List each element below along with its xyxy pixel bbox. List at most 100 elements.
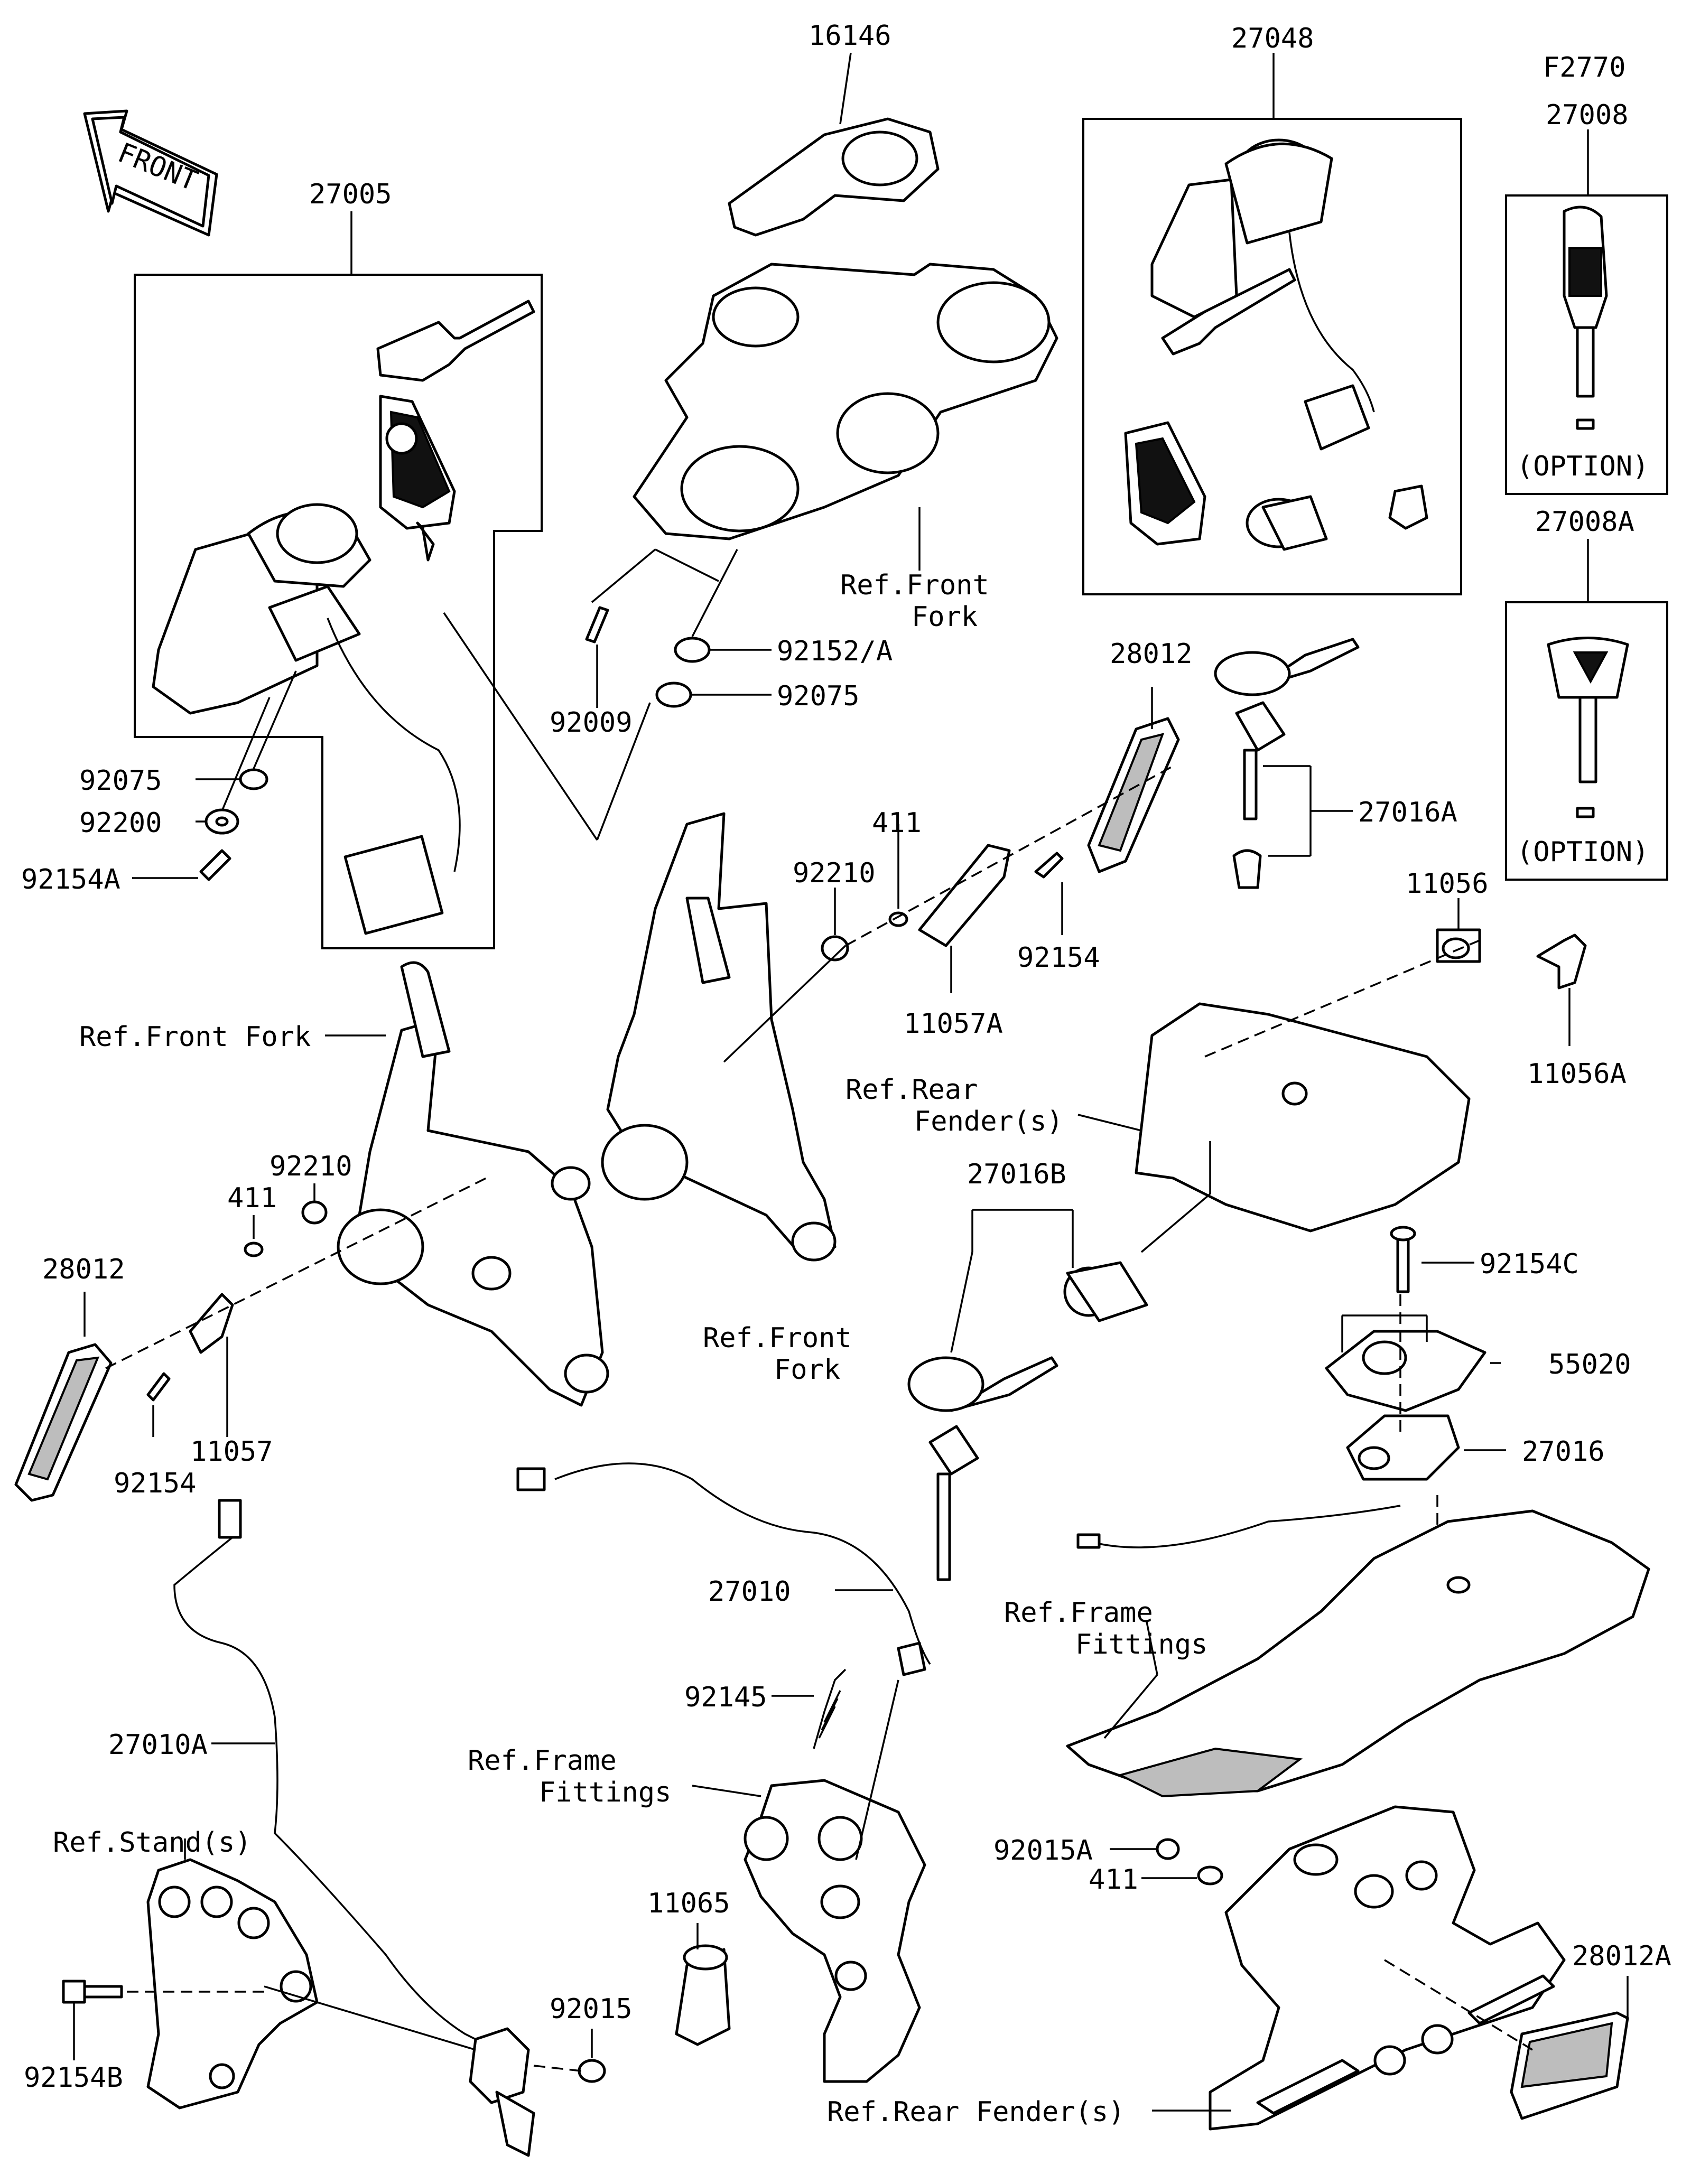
upper-triple-clamp <box>633 263 1058 540</box>
washer-411-left <box>244 1242 264 1257</box>
screw-92009 <box>585 606 609 643</box>
label-92154-mid: 92154 <box>1017 942 1100 974</box>
washer-92152A <box>674 637 711 663</box>
label-92154A: 92154A <box>21 864 120 895</box>
lower-triple-clamp-mid <box>601 812 837 1262</box>
label-ref-front-fork-mid-2: Fork <box>774 1354 840 1386</box>
nut-92015A <box>1156 1838 1180 1860</box>
label-92015: 92015 <box>550 1993 633 2025</box>
label-28012A: 28012A <box>1572 1940 1671 1972</box>
label-ref-front-fork-mid-1: Ref.Front <box>703 1322 852 1354</box>
label-ref-stands: Ref.Stand(s) <box>53 1827 252 1859</box>
label-27016: 27016 <box>1522 1436 1605 1468</box>
key-blank-27008A <box>1547 637 1629 818</box>
reflector-28012-right <box>1087 717 1180 873</box>
switch-27016 <box>1346 1414 1460 1481</box>
label-92154B: 92154B <box>24 2062 123 2094</box>
label-92154-left: 92154 <box>114 1468 197 1499</box>
rear-fender-lower <box>1209 1805 1566 2131</box>
washer-92075-mid <box>655 682 692 708</box>
label-411-mid: 411 <box>872 807 922 839</box>
label-11056: 11056 <box>1406 868 1489 900</box>
smart-key-27008 <box>1563 206 1608 430</box>
label-411-left: 411 <box>227 1182 277 1214</box>
handlebar-cover-16146 <box>728 52 940 237</box>
label-92154C: 92154C <box>1480 1248 1579 1280</box>
label-27008: 27008 <box>1546 99 1629 131</box>
label-ref-front-fork-top-1: Ref.Front <box>840 570 989 601</box>
screw-92154-mid <box>1034 852 1064 879</box>
screw-92154-left <box>146 1372 171 1402</box>
reflector-28012A <box>1510 2011 1629 2120</box>
stand-bracket <box>146 1858 319 2110</box>
label-11057: 11057 <box>190 1436 273 1468</box>
label-92210-left: 92210 <box>270 1151 352 1182</box>
label-28012-right: 28012 <box>1110 638 1193 670</box>
sidestand-switch <box>469 2027 535 2157</box>
label-ref-frame-fittings-right-2: Fittings <box>1075 1629 1207 1660</box>
nut-92210-mid <box>821 935 849 962</box>
key-set-27016B <box>907 1261 1148 1581</box>
washer-411-mid <box>888 911 908 927</box>
ignition-switch-27005 <box>152 300 535 935</box>
label-option-2: (OPTION) <box>1517 836 1649 868</box>
spring-92145 <box>813 1668 847 1749</box>
label-11057A: 11057A <box>904 1008 1003 1040</box>
label-27008A: 27008A <box>1535 506 1634 538</box>
bolt-92154B <box>62 1980 123 2004</box>
plate-55020 <box>1325 1330 1486 1412</box>
label-ref-frame-fittings-mid-1: Ref.Frame <box>468 1745 617 1777</box>
label-27005: 27005 <box>309 179 392 210</box>
nut-92015 <box>578 2059 606 2083</box>
label-11056A: 11056A <box>1527 1058 1627 1090</box>
label-92015A: 92015A <box>993 1835 1093 1866</box>
label-92075-mid: 92075 <box>777 680 860 712</box>
label-411-bottom: 411 <box>1089 1864 1138 1896</box>
group-box-27048 <box>1082 118 1462 595</box>
front-arrow-icon: FRONT <box>83 109 218 237</box>
screw-92154C <box>1390 1226 1416 1293</box>
cable-27010A <box>173 1499 487 2046</box>
washer-92200 <box>205 808 239 835</box>
label-ref-rear-fender-bottom: Ref.Rear Fender(s) <box>827 2096 1125 2128</box>
label-ref-rear-fender-top-1: Ref.Rear <box>846 1074 978 1106</box>
label-ref-rear-fender-top-2: Fender(s) <box>914 1106 1063 1137</box>
label-92075-left: 92075 <box>79 765 162 797</box>
frame-fittings-mid <box>744 1779 926 2083</box>
cable-27010 <box>516 1462 931 1676</box>
label-27016A: 27016A <box>1358 797 1457 828</box>
bracket-11056A <box>1536 934 1587 990</box>
screw-92154A <box>199 849 231 881</box>
label-92145: 92145 <box>684 1682 767 1713</box>
label-option-1: (OPTION) <box>1517 451 1649 482</box>
label-55020: 55020 <box>1548 1349 1631 1380</box>
label-11065: 11065 <box>647 1888 730 1919</box>
label-92009: 92009 <box>550 707 633 739</box>
label-ref-front-fork-left: Ref.Front Fork <box>79 1021 311 1053</box>
rear-fender-upper <box>1135 1002 1471 1233</box>
bracket-11056 <box>1436 928 1481 963</box>
label-27010A: 27010A <box>108 1729 208 1761</box>
group-box-27008A <box>1505 601 1668 881</box>
diagram-id-label: F2770 <box>1543 52 1626 83</box>
label-ref-frame-fittings-right-1: Ref.Frame <box>1004 1597 1153 1629</box>
label-16146: 16146 <box>809 20 891 52</box>
frame-fittings-right <box>1066 1509 1650 1798</box>
lower-triple-clamp-left <box>337 961 609 1407</box>
label-ref-frame-fittings-mid-2: Fittings <box>539 1777 671 1808</box>
washer-411-bottom <box>1197 1865 1223 1886</box>
label-ref-front-fork-top-2: Fork <box>912 601 978 633</box>
label-27016B: 27016B <box>967 1159 1066 1190</box>
bracket-11057 <box>189 1293 234 1354</box>
bracket-11057A <box>918 844 1011 947</box>
key-set-27016A <box>1214 638 1360 889</box>
group-box-27005 <box>134 274 543 949</box>
label-92210-mid: 92210 <box>793 857 876 889</box>
label-92200: 92200 <box>79 807 162 839</box>
label-28012-left: 28012 <box>42 1254 125 1285</box>
reflector-28012-left <box>14 1343 113 1502</box>
boot-11065 <box>675 1944 731 2046</box>
label-27048: 27048 <box>1231 23 1314 54</box>
key-set-27048 <box>1124 138 1428 551</box>
